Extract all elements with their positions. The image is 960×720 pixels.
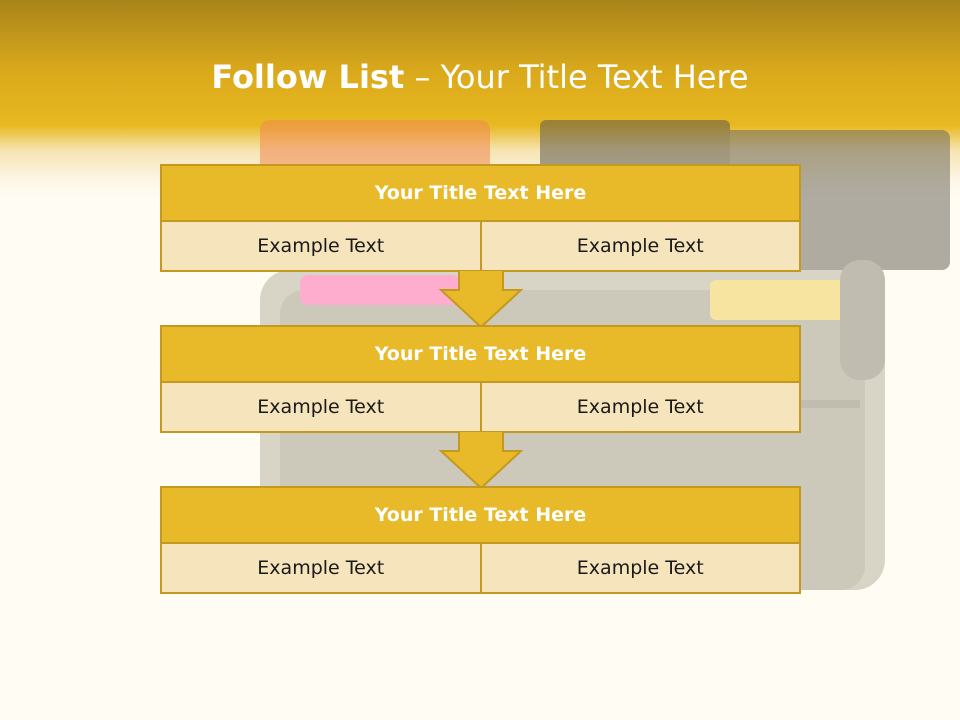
slide-title-bold: Follow List <box>211 58 405 96</box>
step-title: Your Title Text Here <box>160 325 801 383</box>
step-row: Example Text Example Text <box>160 222 801 272</box>
slide-title: Follow List – Your Title Text Here <box>0 52 960 102</box>
step-cell-left: Example Text <box>160 222 482 272</box>
step-title: Your Title Text Here <box>160 164 801 222</box>
step-row: Example Text Example Text <box>160 544 801 594</box>
step-box-1: Your Title Text Here Example Text Exampl… <box>160 164 801 272</box>
step-box-2: Your Title Text Here Example Text Exampl… <box>160 325 801 433</box>
step-cell-right: Example Text <box>481 222 801 272</box>
step-box-3: Your Title Text Here Example Text Exampl… <box>160 486 801 594</box>
slide-title-rest: – Your Title Text Here <box>404 58 749 96</box>
step-cell-left: Example Text <box>160 544 482 594</box>
down-arrow-icon <box>439 270 523 328</box>
step-row: Example Text Example Text <box>160 383 801 433</box>
step-cell-left: Example Text <box>160 383 482 433</box>
step-title: Your Title Text Here <box>160 486 801 544</box>
down-arrow-icon <box>439 431 523 489</box>
step-cell-right: Example Text <box>481 383 801 433</box>
step-cell-right: Example Text <box>481 544 801 594</box>
